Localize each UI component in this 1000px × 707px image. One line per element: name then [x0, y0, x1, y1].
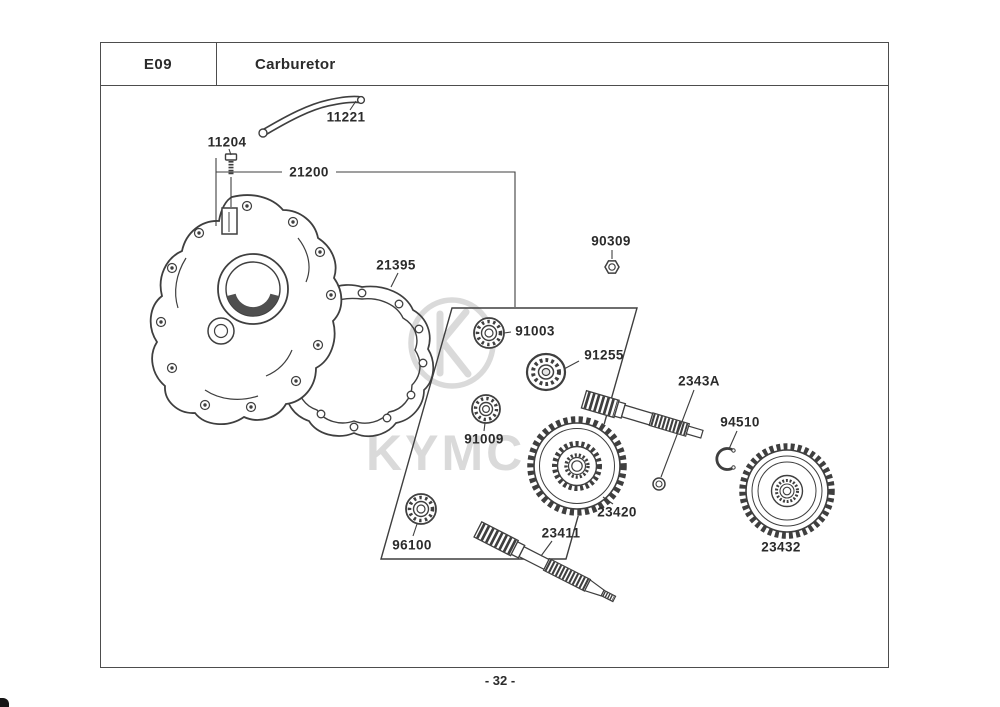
header-row — [100, 42, 889, 86]
watermark-text: KYMC — [366, 425, 525, 481]
section-code: E09 — [100, 42, 217, 86]
part-label-21200: 21200 — [289, 164, 329, 180]
section-title: Carburetor — [255, 55, 336, 73]
part-11221-tube — [258, 95, 366, 138]
part-91009-bearing — [471, 394, 501, 424]
leader-lines — [215, 100, 738, 557]
part-label-91009: 91009 — [464, 431, 504, 447]
part-2343A-shaft — [580, 389, 704, 439]
part-94510-circlip — [715, 447, 736, 471]
part-91255-bearing — [525, 352, 567, 392]
part-label-2343A: 2343A — [678, 373, 720, 389]
part-label-91255: 91255 — [584, 347, 624, 363]
kymco-watermark-logo: KYMC — [366, 297, 525, 481]
part-label-90309: 90309 — [591, 233, 631, 249]
part-23420-gear — [527, 416, 627, 516]
part-21200-crankcase-cover — [149, 194, 343, 425]
part-23432-gear — [739, 443, 835, 539]
part-label-23420: 23420 — [597, 504, 637, 520]
part-label-23411: 23411 — [541, 525, 581, 541]
part-label-21395: 21395 — [376, 257, 416, 273]
part-label-23432: 23432 — [761, 539, 801, 555]
part-90309-nut — [604, 260, 620, 274]
part-23411-shaft — [473, 521, 617, 603]
part-label-11204: 11204 — [207, 134, 247, 150]
part-96100-bearing — [405, 493, 437, 525]
part-label-94510: 94510 — [720, 414, 760, 430]
page-number: - 32 - — [484, 673, 516, 688]
scan-artifact — [0, 698, 9, 707]
part-2343A-washer — [652, 477, 666, 491]
part-91003-bearing — [473, 317, 505, 349]
part-label-11221: 11221 — [326, 109, 366, 125]
part-label-96100: 96100 — [392, 537, 432, 553]
parts-group-outline — [380, 307, 638, 560]
page-frame — [100, 42, 889, 668]
part-label-91003: 91003 — [515, 323, 555, 339]
